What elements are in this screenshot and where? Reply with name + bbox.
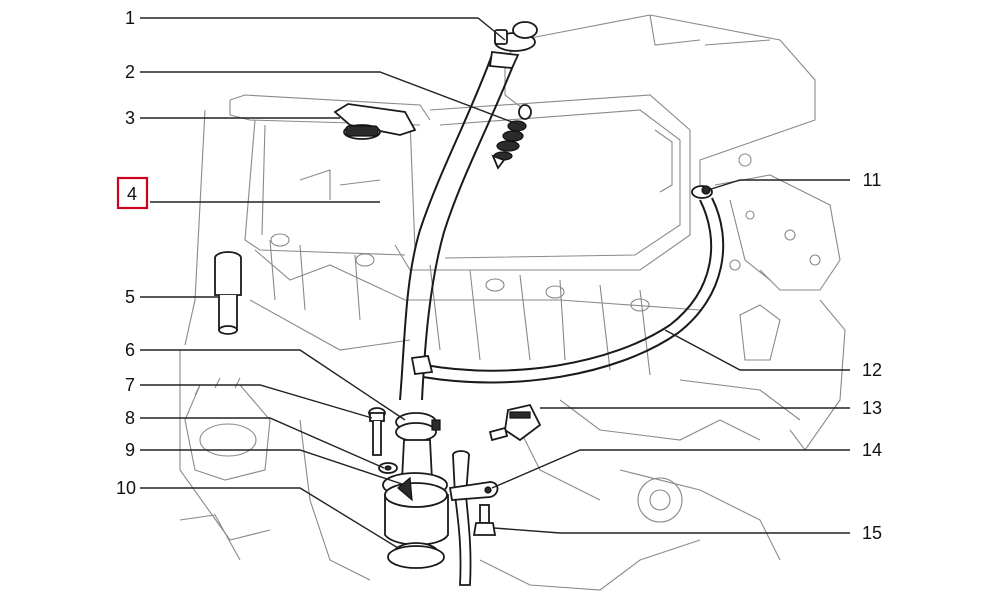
parts bbox=[214, 21, 725, 586]
callout-label-5: 5 bbox=[125, 287, 135, 307]
callout-label-15: 15 bbox=[862, 523, 882, 543]
callout-label-3: 3 bbox=[125, 108, 135, 128]
callout-highlight-box bbox=[116, 176, 149, 210]
dipstick-tube-14 bbox=[448, 450, 499, 586]
hose-upper-collar bbox=[488, 51, 520, 69]
leader-lines bbox=[140, 17, 850, 549]
callout-label-6: 6 bbox=[125, 340, 135, 360]
callout-label-10: 10 bbox=[116, 478, 136, 498]
bolt-7 bbox=[368, 407, 386, 456]
hose-end-fitting bbox=[410, 355, 434, 375]
callout-label-9: 9 bbox=[125, 440, 135, 460]
bolt-15 bbox=[472, 504, 497, 536]
callout-label-4: 4 bbox=[127, 184, 137, 204]
hose-clamp-6 bbox=[395, 412, 441, 442]
callout-label-11: 11 bbox=[863, 170, 882, 190]
washer-8-hole bbox=[384, 465, 392, 471]
oil-filler-cap-3 bbox=[333, 103, 417, 140]
oil-pressure-sensor-13 bbox=[488, 403, 542, 442]
engine-outline bbox=[179, 14, 846, 591]
hose-clamp-11 bbox=[691, 185, 713, 199]
pipe-fitting-5 bbox=[214, 251, 242, 335]
callout-label-8: 8 bbox=[125, 408, 135, 428]
callout-label-2: 2 bbox=[125, 62, 135, 82]
callout-label-12: 12 bbox=[862, 360, 882, 380]
breather-valve-2 bbox=[491, 104, 532, 170]
callout-label-1: 1 bbox=[125, 8, 135, 28]
callout-label-13: 13 bbox=[862, 398, 882, 418]
callout-label-14: 14 bbox=[862, 440, 882, 460]
breather-housing-10 bbox=[382, 439, 449, 569]
callout-label-7: 7 bbox=[125, 375, 135, 395]
callouts: 1 2 3 4 5 6 7 8 9 10 11 12 13 14 15 bbox=[116, 8, 882, 543]
